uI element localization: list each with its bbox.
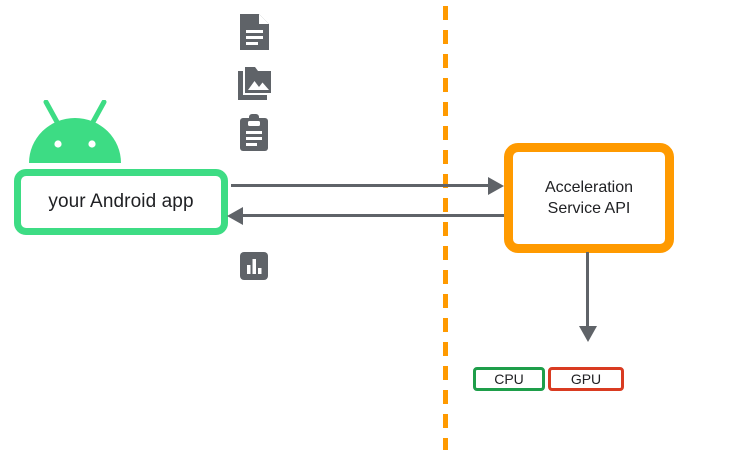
hardware-chip-gpu-label: GPU: [570, 371, 602, 387]
arrow-app-to-api-head: [488, 177, 504, 195]
arrow-api-to-hardware-line: [586, 252, 589, 328]
acceleration-service-api-label: Acceleration Service API: [544, 178, 634, 217]
clipboard-icon: [237, 113, 271, 151]
arrow-api-to-app-line: [243, 214, 505, 217]
hardware-chip-cpu-label: CPU: [494, 371, 524, 387]
arrow-api-to-hardware-head: [579, 326, 597, 342]
android-robot-icon: [27, 99, 123, 175]
hardware-chip-cpu[interactable]: CPU: [473, 367, 545, 391]
arrow-api-to-app-head: [227, 207, 243, 225]
client-service-boundary: [443, 6, 448, 450]
arrow-app-to-api-line: [231, 184, 489, 187]
document-icon: [237, 13, 271, 51]
image-icon: [237, 64, 271, 102]
android-app-label: your Android app: [48, 191, 194, 212]
bar-chart-icon: [239, 251, 269, 281]
android-app-box[interactable]: your Android app: [14, 169, 228, 235]
hardware-chip-gpu[interactable]: GPU: [548, 367, 624, 391]
acceleration-service-api-box[interactable]: Acceleration Service API: [504, 143, 674, 253]
